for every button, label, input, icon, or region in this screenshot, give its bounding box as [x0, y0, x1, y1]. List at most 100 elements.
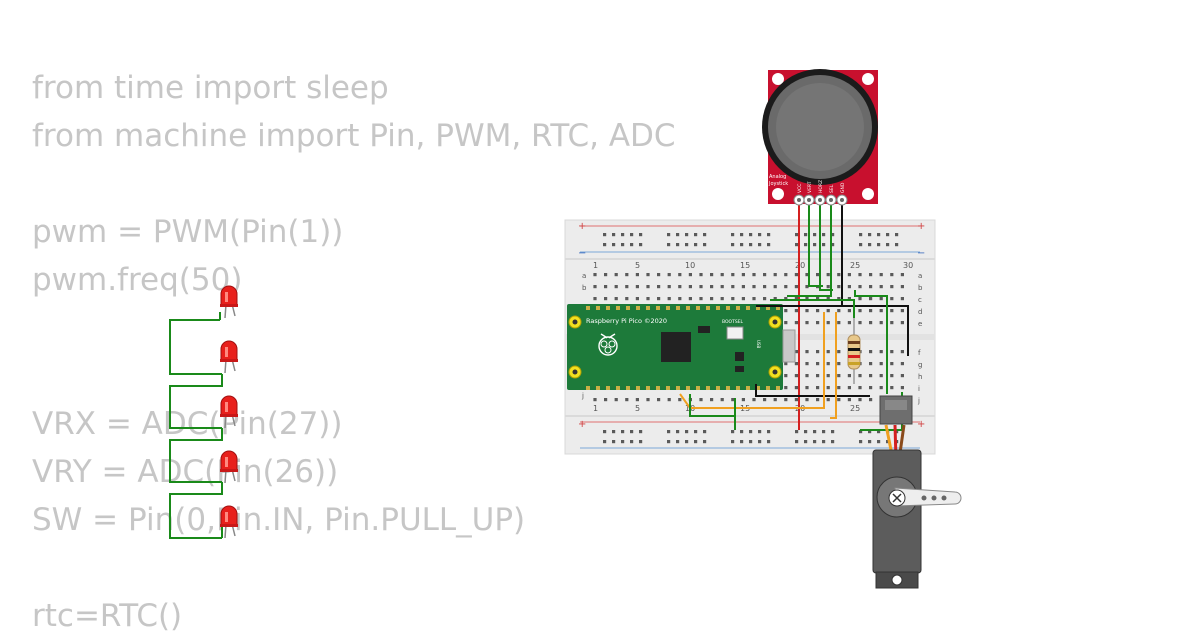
- pico-pin: [716, 306, 720, 310]
- rail-hole: [895, 243, 899, 247]
- rail-hole: [877, 233, 881, 237]
- breadboard-hole: [741, 398, 745, 402]
- breadboard-hole: [635, 297, 639, 301]
- rail-hole: [795, 430, 799, 434]
- breadboard-hole: [869, 273, 873, 277]
- breadboard-hole: [879, 297, 883, 301]
- breadboard-hole: [710, 273, 714, 277]
- breadboard-hole: [646, 398, 650, 402]
- breadboard-hole: [710, 285, 714, 289]
- pico-pin: [766, 386, 770, 390]
- breadboard-hole: [826, 374, 830, 378]
- pico-pin: [746, 386, 750, 390]
- breadboard-hole: [869, 350, 873, 354]
- rail-hole: [749, 233, 753, 237]
- pico-pin: [726, 306, 730, 310]
- rail-hole: [822, 440, 826, 444]
- breadboard-hole: [805, 386, 809, 390]
- row-f: f: [918, 349, 921, 357]
- wire-orange-2: [830, 312, 837, 419]
- rail-hole: [767, 233, 771, 237]
- rail-hole: [703, 233, 707, 237]
- breadboard-hole: [826, 362, 830, 366]
- rail-hole: [758, 243, 762, 247]
- rail-hole: [795, 243, 799, 247]
- analog-joystick: Analog Joystick VCC VERT HORZ SEL GND: [762, 69, 878, 206]
- breadboard-hole: [593, 273, 597, 277]
- breadboard-hole: [604, 398, 608, 402]
- breadboard-hole: [720, 398, 724, 402]
- row-a: a: [918, 272, 922, 280]
- breadboard-hole: [678, 285, 682, 289]
- rail-hole: [694, 233, 698, 237]
- breadboard-hole: [635, 273, 639, 277]
- breadboard-hole: [794, 350, 798, 354]
- rail-hole: [621, 430, 625, 434]
- breadboard-hole: [657, 273, 661, 277]
- breadboard-hole: [890, 273, 894, 277]
- pico-pin: [716, 386, 720, 390]
- rail-hole: [731, 233, 735, 237]
- breadboard-hole: [794, 273, 798, 277]
- joystick-pin-gnd: GND: [840, 182, 846, 193]
- breadboard-hole: [731, 273, 735, 277]
- breadboard-hole: [826, 321, 830, 325]
- rail-hole: [639, 233, 643, 237]
- rail-hole: [886, 440, 890, 444]
- rail-hole: [831, 430, 835, 434]
- breadboard-hole: [763, 398, 767, 402]
- breadboard-hole: [858, 297, 862, 301]
- row-b-left: b: [582, 284, 587, 292]
- rail-hole: [795, 440, 799, 444]
- rail-hole: [676, 233, 680, 237]
- led-group: [220, 285, 238, 539]
- rail-hole: [694, 440, 698, 444]
- breadboard-hole: [784, 398, 788, 402]
- breadboard-hole: [826, 309, 830, 313]
- breadboard-hole: [763, 297, 767, 301]
- rail-hole: [676, 440, 680, 444]
- breadboard-hole: [794, 309, 798, 313]
- rail-hole: [877, 430, 881, 434]
- breadboard-hole: [890, 285, 894, 289]
- rail-hole: [859, 440, 863, 444]
- breadboard-hole: [826, 398, 830, 402]
- breadboard-hole: [900, 374, 904, 378]
- rail-hole: [813, 430, 817, 434]
- rail-hole: [667, 233, 671, 237]
- breadboard-hole: [805, 285, 809, 289]
- pico-pin: [686, 306, 690, 310]
- breadboard-hole: [816, 297, 820, 301]
- breadboard-hole: [900, 273, 904, 277]
- led: [220, 395, 238, 429]
- col-num-5: 5: [635, 261, 640, 270]
- pico-pin: [586, 306, 590, 310]
- pico-pin: [586, 386, 590, 390]
- breadboard-hole: [890, 386, 894, 390]
- pico-pin: [776, 386, 780, 390]
- breadboard-hole: [625, 285, 629, 289]
- breadboard-hole: [667, 398, 671, 402]
- svg-text:USB: USB: [756, 340, 761, 348]
- breadboard-hole: [667, 297, 671, 301]
- breadboard-hole: [731, 297, 735, 301]
- breadboard-hole: [604, 297, 608, 301]
- breadboard-hole: [678, 398, 682, 402]
- col-num-15: 15: [740, 261, 750, 270]
- breadboard-hole: [784, 362, 788, 366]
- pico-pin: [756, 386, 760, 390]
- breadboard-hole: [879, 350, 883, 354]
- breadboard-hole: [720, 273, 724, 277]
- breadboard-hole: [773, 297, 777, 301]
- breadboard-hole: [900, 362, 904, 366]
- rail-hole: [731, 430, 735, 434]
- row-i: i: [918, 385, 920, 393]
- row-h: h: [918, 373, 922, 381]
- breadboard-hole: [646, 273, 650, 277]
- rail-hole: [603, 233, 607, 237]
- code-line: SW = Pin(0,Pin.IN, Pin.PULL_UP): [32, 502, 526, 538]
- breadboard-hole: [816, 350, 820, 354]
- servo-motor: [872, 449, 962, 589]
- rail-hole: [877, 440, 881, 444]
- breadboard-hole: [794, 297, 798, 301]
